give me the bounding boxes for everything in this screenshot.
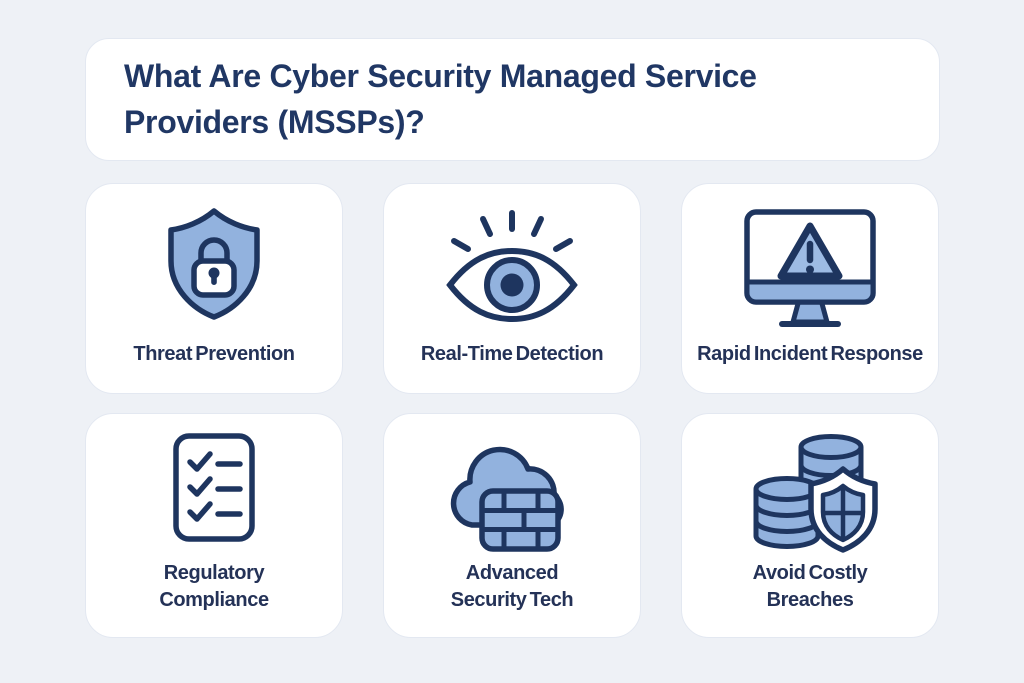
eye-icon [437,184,587,341]
card-label: Threat Prevention [133,343,295,366]
card-label: Real-Time Detection [420,343,604,366]
page-title: What Are Cyber Security Managed Service … [124,57,757,140]
shield-lock-icon [159,184,269,341]
card-regulatory-compliance: Regulatory Compliance [85,413,343,638]
card-label: Avoid Costly Breaches [752,561,868,612]
card-avoid-costly-breaches: Avoid Costly Breaches [681,413,939,638]
card-threat-prevention: Threat Prevention [85,183,343,394]
cloud-firewall-icon [442,414,582,560]
card-rapid-incident-response: Rapid Incident Response [681,183,939,394]
card-label: Advanced Security Tech [450,561,574,612]
checklist-icon [164,414,264,560]
card-advanced-security-tech: Advanced Security Tech [383,413,641,638]
title-card: What Are Cyber Security Managed Service … [85,38,940,161]
card-label: Rapid Incident Response [697,343,923,366]
monitor-warning-icon [740,184,880,341]
coins-shield-icon [735,414,885,560]
card-label: Regulatory Compliance [159,561,269,612]
card-real-time-detection: Real-Time Detection [383,183,641,394]
